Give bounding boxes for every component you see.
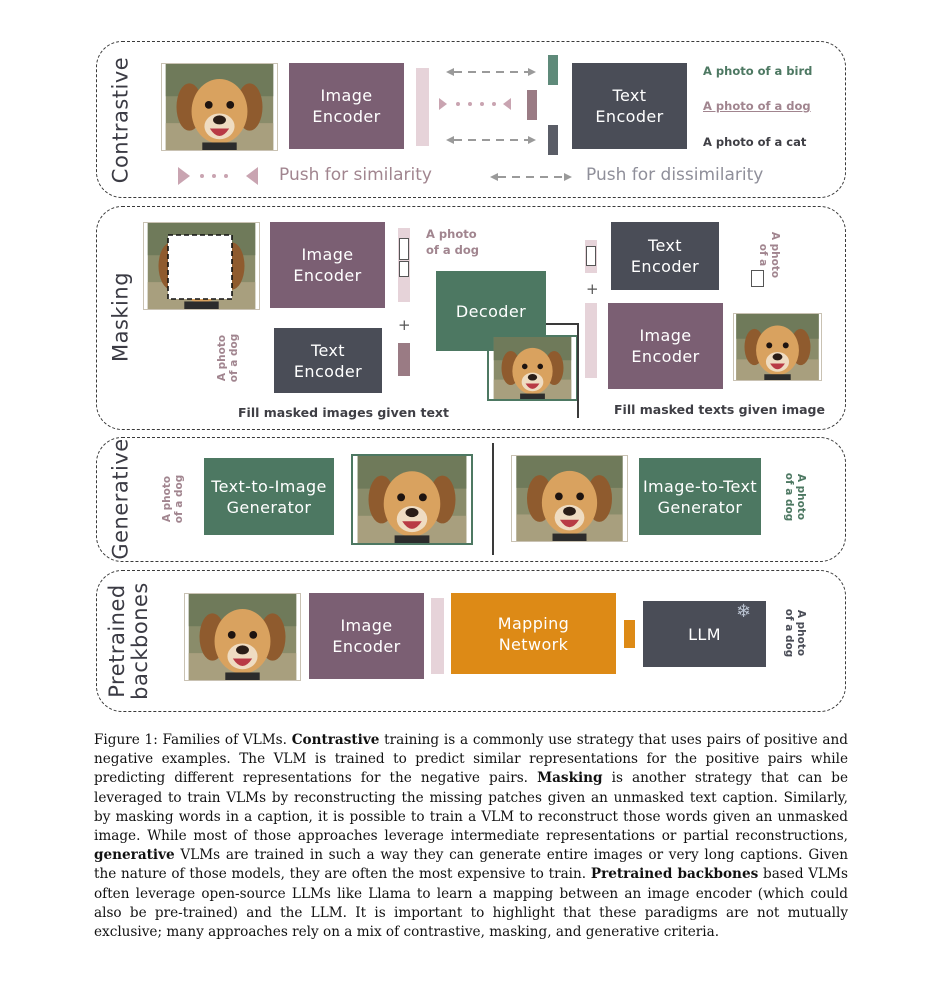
plus-sign-right: + — [586, 280, 599, 298]
mapped-embedding — [624, 620, 635, 648]
text-embedding-bird — [548, 55, 558, 85]
caption-term-generative: generative — [94, 847, 175, 864]
contrastive-label: Contrastive — [108, 56, 133, 184]
input-dog-photo — [511, 455, 628, 542]
masking-text-encoder: Text Encoder — [274, 328, 382, 393]
masked-caption-line2: of a dog — [426, 243, 480, 257]
backbone-caption: A photo of a dog — [783, 608, 807, 658]
frozen-snowflake-icon: ❄ — [736, 601, 752, 622]
fill-masked-images-label: Fill masked images given text — [238, 405, 449, 420]
caption-bird: A photo of a bird — [703, 64, 813, 78]
backbone-image-embedding — [431, 598, 444, 674]
fill-masked-texts-label: Fill masked texts given image — [614, 402, 825, 417]
masked-word-box — [751, 270, 764, 287]
masking-image-encoder-right: Image Encoder — [608, 303, 723, 389]
caption-text-3: VLMs are trained in such a way they can … — [94, 847, 848, 883]
caption-intro: Families of VLMs. — [157, 732, 292, 748]
push-similarity-label: Push for similarity — [279, 165, 432, 185]
contrastive-arrows — [439, 68, 536, 144]
caption-cat: A photo of a cat — [703, 135, 807, 149]
text-embedding-small — [398, 343, 410, 376]
masking-image-encoder: Image Encoder — [270, 222, 385, 308]
masking-label: Masking — [108, 271, 133, 363]
dog-photo — [161, 63, 278, 151]
masked-caption-line1: A photo — [426, 227, 477, 241]
masked-text-embedding — [585, 240, 597, 273]
caption-dog: A photo of a dog — [703, 99, 811, 113]
text-to-image-generator: Text-to-Image Generator — [204, 458, 334, 535]
image-embedding-right — [585, 303, 597, 378]
masking-side-caption: A photo of a dog — [216, 333, 240, 383]
image-encoder: Image Encoder — [289, 63, 404, 149]
plus-sign-left: + — [398, 316, 411, 334]
masked-image-embedding — [398, 228, 410, 302]
image-to-text-generator: Image-to-Text Generator — [639, 458, 761, 535]
caption-term-masking: Masking — [537, 770, 603, 787]
decoder-connector — [546, 323, 579, 418]
pretrained-label: Pretrained backbones — [105, 582, 152, 700]
mapping-network: Mapping Network — [451, 593, 616, 674]
generative-label: Generative — [108, 438, 133, 560]
caption-text-4: based VLMs often leverage open-source LL… — [94, 866, 848, 941]
caption-term-pretrained: Pretrained backbones — [590, 866, 759, 883]
generative-caption-right: A photo of a dog — [783, 472, 807, 522]
caption-prefix: Figure 1: — [94, 732, 158, 748]
masking-text-encoder-right: Text Encoder — [611, 222, 719, 290]
dog-photo-right — [733, 313, 822, 381]
caption-text-2: is another strategy that can be leverage… — [94, 770, 848, 845]
caption-term-contrastive: Contrastive — [291, 732, 380, 748]
text-embedding-cat — [548, 125, 558, 155]
masked-dog-photo — [143, 222, 260, 310]
generative-caption-left: A photo of a dog — [161, 474, 185, 524]
push-dissimilarity-label: Push for dissimilarity — [586, 165, 764, 185]
generated-dog-photo — [351, 454, 473, 545]
figure-caption: Figure 1: Families of VLMs. Contrastive … — [94, 731, 848, 942]
dissimilarity-legend-icon — [490, 173, 572, 181]
text-encoder: Text Encoder — [572, 63, 687, 149]
backbone-dog-photo — [184, 593, 301, 681]
caption-text-1: training is a commonly use strategy that… — [94, 732, 848, 787]
similarity-legend-icon — [178, 167, 258, 185]
image-embedding-bar — [416, 68, 429, 146]
backbone-image-encoder: Image Encoder — [309, 593, 424, 679]
llm: LLM — [643, 601, 766, 667]
text-embedding-dog — [527, 90, 537, 120]
generative-divider — [492, 443, 494, 555]
